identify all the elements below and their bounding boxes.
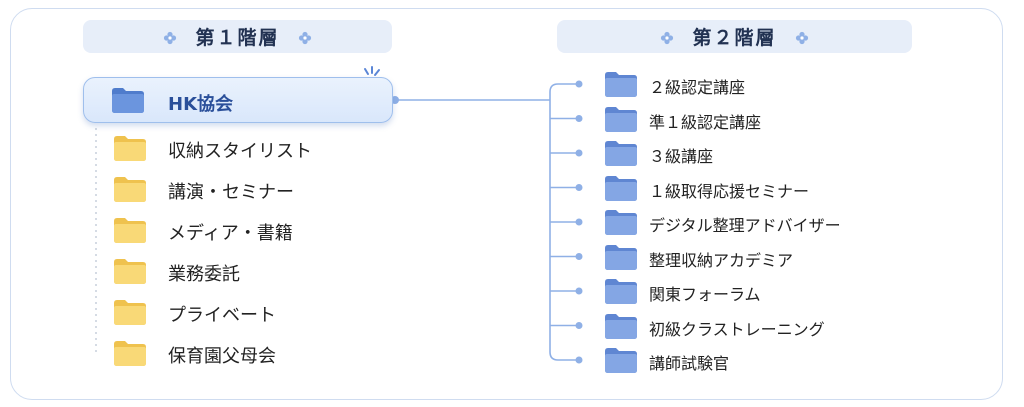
folder-icon <box>603 70 637 97</box>
level2-item-label: １級取得応援セミナー <box>649 181 810 201</box>
level1-item-label: プライベート <box>168 305 276 326</box>
flower-icon <box>660 30 674 44</box>
level1-item-label: 業務委託 <box>168 264 240 285</box>
folder-icon <box>112 216 148 244</box>
level2-item-label: 関東フォーラム <box>649 285 761 304</box>
level2-item-label: 講師試験官 <box>649 354 730 373</box>
level1-item-label: メディア・書籍 <box>168 223 293 244</box>
level1-item-label: 保育園父母会 <box>168 346 276 367</box>
sparkle-icon <box>364 66 380 76</box>
folder-icon <box>603 312 637 339</box>
selected-node-label: HK協会 <box>168 94 234 115</box>
diagram-frame <box>10 8 1003 400</box>
folder-icon <box>112 298 148 326</box>
folder-icon <box>112 257 148 285</box>
level1-title: 第１階層 <box>195 27 280 49</box>
folder-icon <box>112 339 148 367</box>
folder-icon <box>112 134 148 162</box>
folder-icon <box>603 139 637 166</box>
level2-item-label: デジタル整理アドバイザー <box>649 216 841 235</box>
folder-icon <box>603 208 637 235</box>
level2-title: 第２階層 <box>692 27 777 49</box>
folder-icon <box>112 175 148 203</box>
folder-icon <box>603 105 637 132</box>
level2-header: 第２階層 <box>557 20 912 53</box>
level2-item-label: 準１級認定講座 <box>649 112 762 132</box>
level2-item-label: ２級認定講座 <box>649 78 746 97</box>
flower-icon <box>795 30 809 44</box>
folder-icon <box>603 277 637 304</box>
flower-icon <box>298 30 312 44</box>
flower-icon <box>163 30 177 44</box>
folder-icon <box>603 346 637 373</box>
selected-node-hk[interactable]: HK協会 <box>83 66 393 123</box>
folder-icon <box>110 86 146 114</box>
folder-icon <box>603 174 637 201</box>
level2-item-label: 初級クラストレーニング <box>649 319 825 339</box>
level1-item-label: 講演・セミナー <box>168 182 294 203</box>
folder-icon <box>603 243 637 270</box>
level1-item-label: 収納スタイリスト <box>168 141 312 162</box>
level2-item-label: ３級講座 <box>649 147 714 166</box>
level1-header: 第１階層 <box>83 20 392 53</box>
level2-item-label: 整理収納アカデミア <box>649 250 794 270</box>
